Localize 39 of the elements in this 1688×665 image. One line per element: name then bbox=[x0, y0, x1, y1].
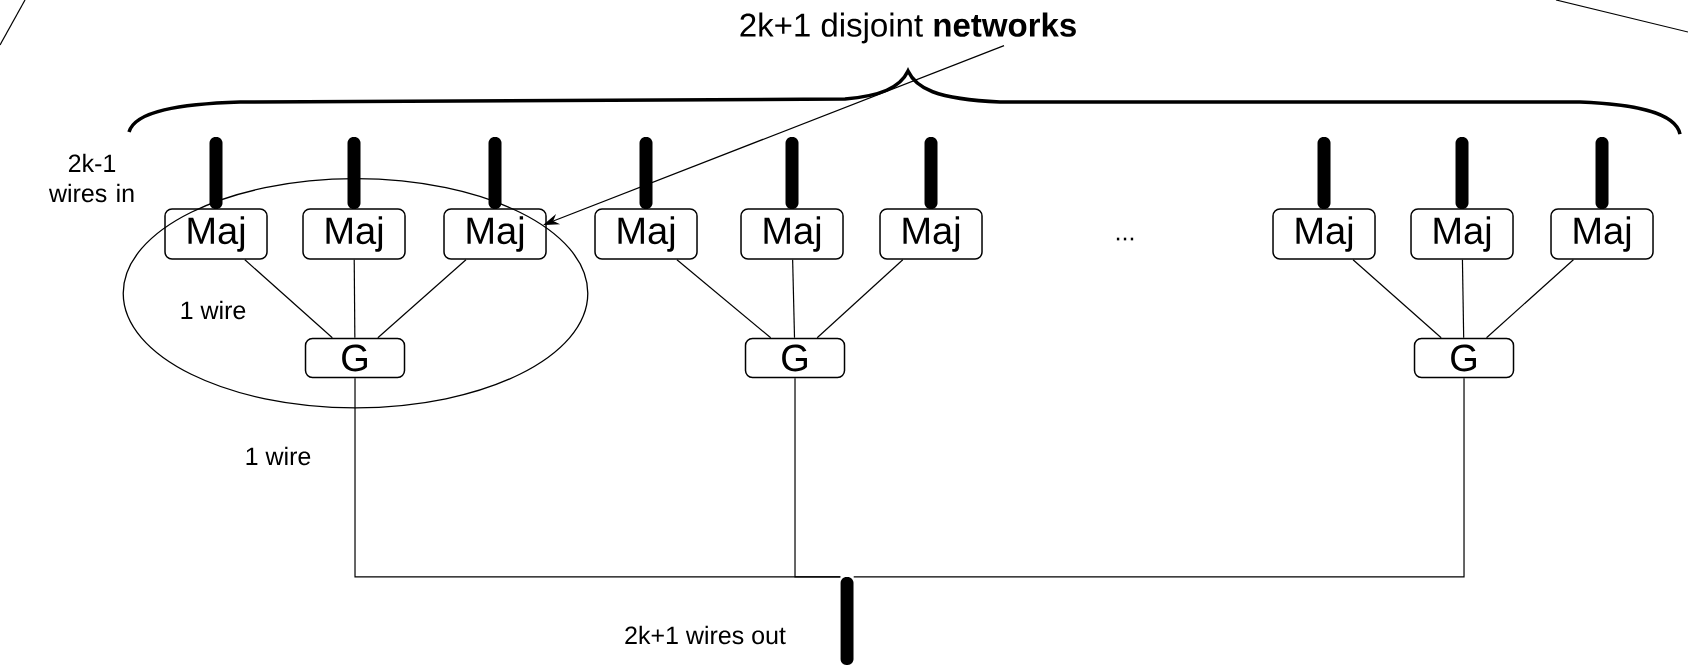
wire bbox=[353, 259, 356, 339]
majority-box: Maj bbox=[1550, 208, 1654, 260]
majority-box: Maj bbox=[164, 208, 268, 260]
wire-label: ... bbox=[1116, 237, 1134, 241]
wire bbox=[1352, 259, 1442, 339]
majority-box: Maj bbox=[443, 208, 547, 260]
wire-bundle-bar bbox=[488, 137, 502, 209]
wire bbox=[676, 259, 772, 339]
wire-bundle-bar bbox=[924, 137, 938, 209]
wire-label: 2k+1 wires out bbox=[625, 625, 786, 645]
majority-box: Maj bbox=[879, 208, 983, 260]
wire-bundle-bar bbox=[1455, 137, 1469, 209]
majority-box: Maj bbox=[740, 208, 844, 260]
wire bbox=[853, 377, 1465, 578]
wire bbox=[1485, 259, 1574, 339]
heading-text: 2k+1 disjoint networks bbox=[740, 12, 1076, 44]
wire-bundle-bar bbox=[209, 137, 223, 209]
wire bbox=[377, 259, 467, 339]
wire-label: 2k-1 wires in bbox=[48, 153, 134, 203]
gate-box: G bbox=[1413, 337, 1515, 379]
majority-box: Maj bbox=[1272, 208, 1376, 260]
gate-box: G bbox=[744, 337, 846, 379]
wire bbox=[816, 259, 904, 339]
wire-bundle-bar bbox=[639, 137, 653, 209]
wire-bundle-bar bbox=[347, 137, 361, 209]
wire bbox=[794, 377, 841, 578]
wire-bundle-bar bbox=[840, 577, 854, 665]
wire bbox=[1461, 259, 1465, 339]
majority-box: Maj bbox=[302, 208, 406, 260]
wire bbox=[792, 259, 796, 339]
majority-box: Maj bbox=[594, 208, 698, 260]
wire-bundle-bar bbox=[1317, 137, 1331, 209]
wire-bundle-bar bbox=[1595, 137, 1609, 209]
majority-box: Maj bbox=[1410, 208, 1514, 260]
wire-bundle-bar bbox=[785, 137, 799, 209]
wire bbox=[244, 259, 333, 339]
gate-box: G bbox=[304, 337, 406, 379]
wire-label: 1 wire bbox=[181, 300, 246, 320]
wire-label: 1 wire bbox=[246, 446, 311, 466]
